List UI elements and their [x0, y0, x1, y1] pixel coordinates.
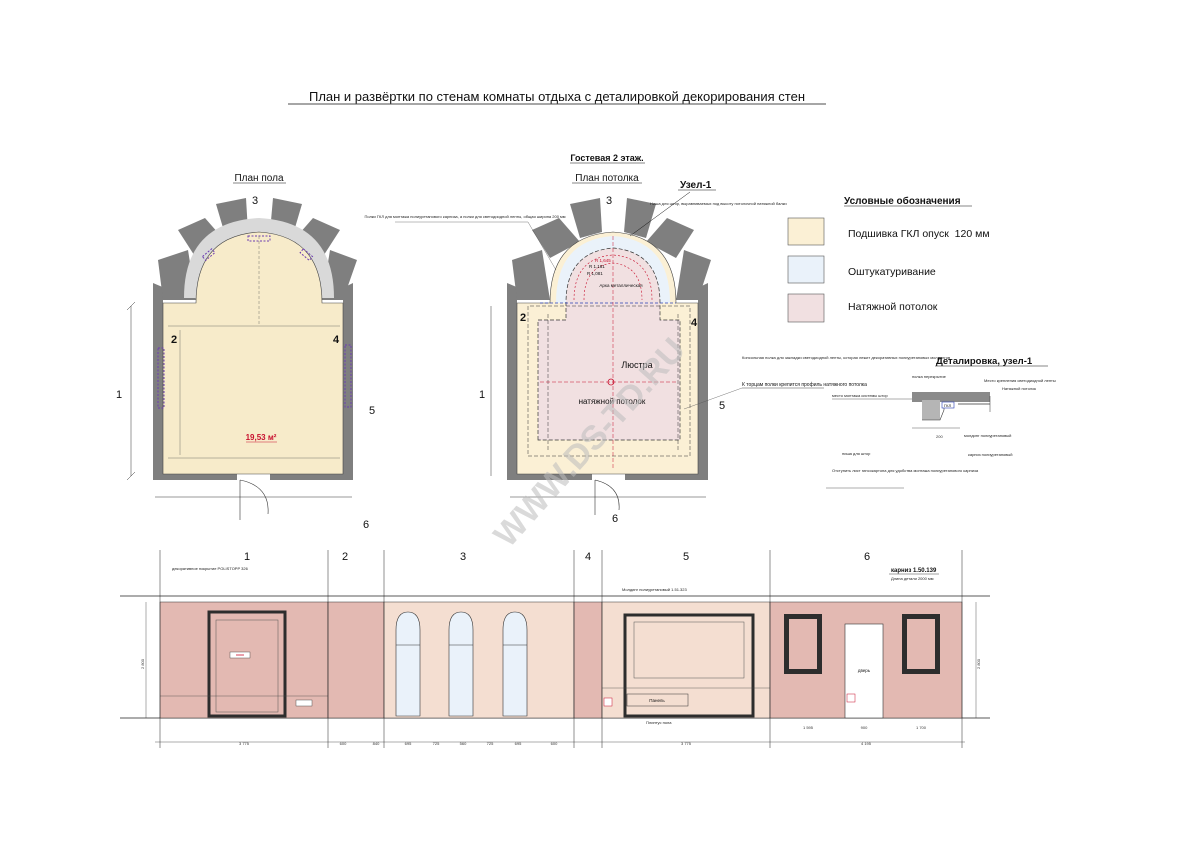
- legend-title: Условные обозначения: [844, 195, 961, 207]
- detail-label-0: полка перекрытие: [912, 374, 947, 379]
- note-left-text: Полки ГКЛ для монтажа полиуретанового ка…: [364, 214, 565, 219]
- detail-dim: 200: [936, 434, 943, 439]
- detail-gkl-tag: ГКЛ: [944, 403, 951, 408]
- door-label: дверь: [858, 668, 871, 673]
- detail-label-5: карниз полиуретановый: [968, 452, 1013, 457]
- ceiling-plan: План потолка 3 2 4 1: [364, 173, 950, 525]
- radius-2: R 1,161: [589, 264, 605, 269]
- dim-b11: 900: [861, 725, 868, 730]
- height-right: 2 800: [976, 658, 981, 669]
- dim-b13: 4 195: [861, 741, 872, 746]
- dim-b8: 600: [551, 741, 558, 746]
- dim-b4: 725: [433, 741, 440, 746]
- elev-wall-1: 1: [244, 551, 250, 563]
- floor-wall-1: 1: [116, 389, 122, 401]
- note-right-2: К торцам полки крепится профиль натяжног…: [742, 382, 867, 388]
- ceiling-wall-6: 6: [612, 513, 618, 525]
- node-label: Узел-1: [680, 180, 712, 191]
- dim-b6: 725: [487, 741, 494, 746]
- elev-wall-4: 4: [585, 551, 591, 563]
- legend-swatch-plaster: [787, 255, 825, 284]
- dim-b9: 3 775: [681, 741, 692, 746]
- ceiling-wall-5: 5: [719, 400, 725, 412]
- stretch-ceiling-label: натяжной потолок: [579, 397, 646, 406]
- dim-b5: 560: [460, 741, 467, 746]
- detail-label-6: Отступить лист гипсокартона для удобства…: [832, 468, 979, 473]
- floor-label: Гостевая 2 этаж.: [570, 153, 643, 163]
- floor-wall-5: 5: [369, 405, 375, 417]
- dim-b3: 695: [405, 741, 412, 746]
- dim-b0: 3 775: [239, 741, 250, 746]
- detail-label-3: место монтажа системы штор: [832, 393, 889, 398]
- legend-label-plaster: Оштукатуривание: [848, 266, 936, 278]
- elevations: Панель дверь 1 2 3 4 5 6 карниз 1.50.139…: [120, 550, 990, 748]
- radius-3: R 1,081: [587, 271, 603, 276]
- legend-label-gkl: Подшивка ГКЛ опуск 120 мм: [848, 228, 990, 240]
- height-left: 2 800: [140, 658, 145, 669]
- sheet-title: План и развёртки по стенам комнаты отдых…: [309, 89, 805, 104]
- floor-plan: План пола 3 2: [116, 173, 375, 531]
- note-left: Полки ГКЛ для монтажа полиуретанового ка…: [364, 214, 565, 219]
- ceiling-wall-1: 1: [479, 389, 485, 401]
- floor-plan-title: План пола: [234, 173, 283, 184]
- detail-node: Деталировка, узел-1 ГКЛ 200 полка перекр…: [826, 356, 1056, 489]
- floor-wall-4: 4: [333, 334, 340, 346]
- arch-note: Арка металлическая: [599, 283, 643, 288]
- decor-label: декоративное покрытие POLISTOPP 326: [172, 566, 249, 571]
- floor-wall-2: 2: [171, 334, 177, 346]
- dim-b10: 1 595: [803, 725, 814, 730]
- note-top: Ниша для штор, выравниваемых под высоту …: [650, 201, 787, 206]
- cornice-note: Длина детали 2000 мм: [891, 576, 934, 581]
- legend: Условные обозначения Подшивка ГКЛ опуск …: [787, 195, 990, 323]
- ceiling-wall-4: 4: [691, 317, 698, 329]
- legend-swatch-gkl: [787, 217, 825, 246]
- elev-wall-5: 5: [683, 551, 689, 563]
- elev-wall-6: 6: [864, 551, 870, 563]
- chandelier-label: Люстра: [621, 360, 652, 370]
- molding-label: Молдинг полиуретановый 1.51.323: [622, 587, 687, 592]
- detail-label-1: Место крепления светодиодной ленты: [984, 378, 1056, 383]
- detail-label-2: Натяжной потолок: [1002, 386, 1036, 391]
- ceiling-plan-title: План потолка: [575, 173, 639, 184]
- dim-b1: 600: [340, 741, 347, 746]
- ceiling-wall-3: 3: [606, 195, 612, 207]
- cornice-label: карниз 1.50.139: [891, 568, 937, 574]
- dim-b12: 1 700: [916, 725, 927, 730]
- baseboard-label: Плинтус пола: [646, 720, 672, 725]
- detail-title: Деталировка, узел-1: [936, 356, 1033, 367]
- detail-label-7: ниша для штор: [842, 451, 871, 456]
- dim-b2: 840: [373, 741, 380, 746]
- legend-swatch-stretch: [787, 293, 825, 323]
- elev-wall-2: 2: [342, 551, 348, 563]
- detail-label-4: молдинг полиуретановый: [964, 433, 1011, 438]
- dim-b7: 695: [515, 741, 522, 746]
- elev-wall-3: 3: [460, 551, 466, 563]
- floor-wall-3: 3: [252, 195, 258, 207]
- floor-wall-6: 6: [363, 519, 369, 531]
- floor-area: 19,53 м²: [246, 433, 277, 442]
- radius-1: R 1,645: [595, 258, 611, 263]
- ceiling-wall-2: 2: [520, 312, 526, 324]
- legend-label-stretch: Натяжной потолок: [848, 301, 938, 313]
- note-right: Консольная полка для закладки светодиодн…: [742, 355, 950, 360]
- panel-label: Панель: [649, 698, 665, 703]
